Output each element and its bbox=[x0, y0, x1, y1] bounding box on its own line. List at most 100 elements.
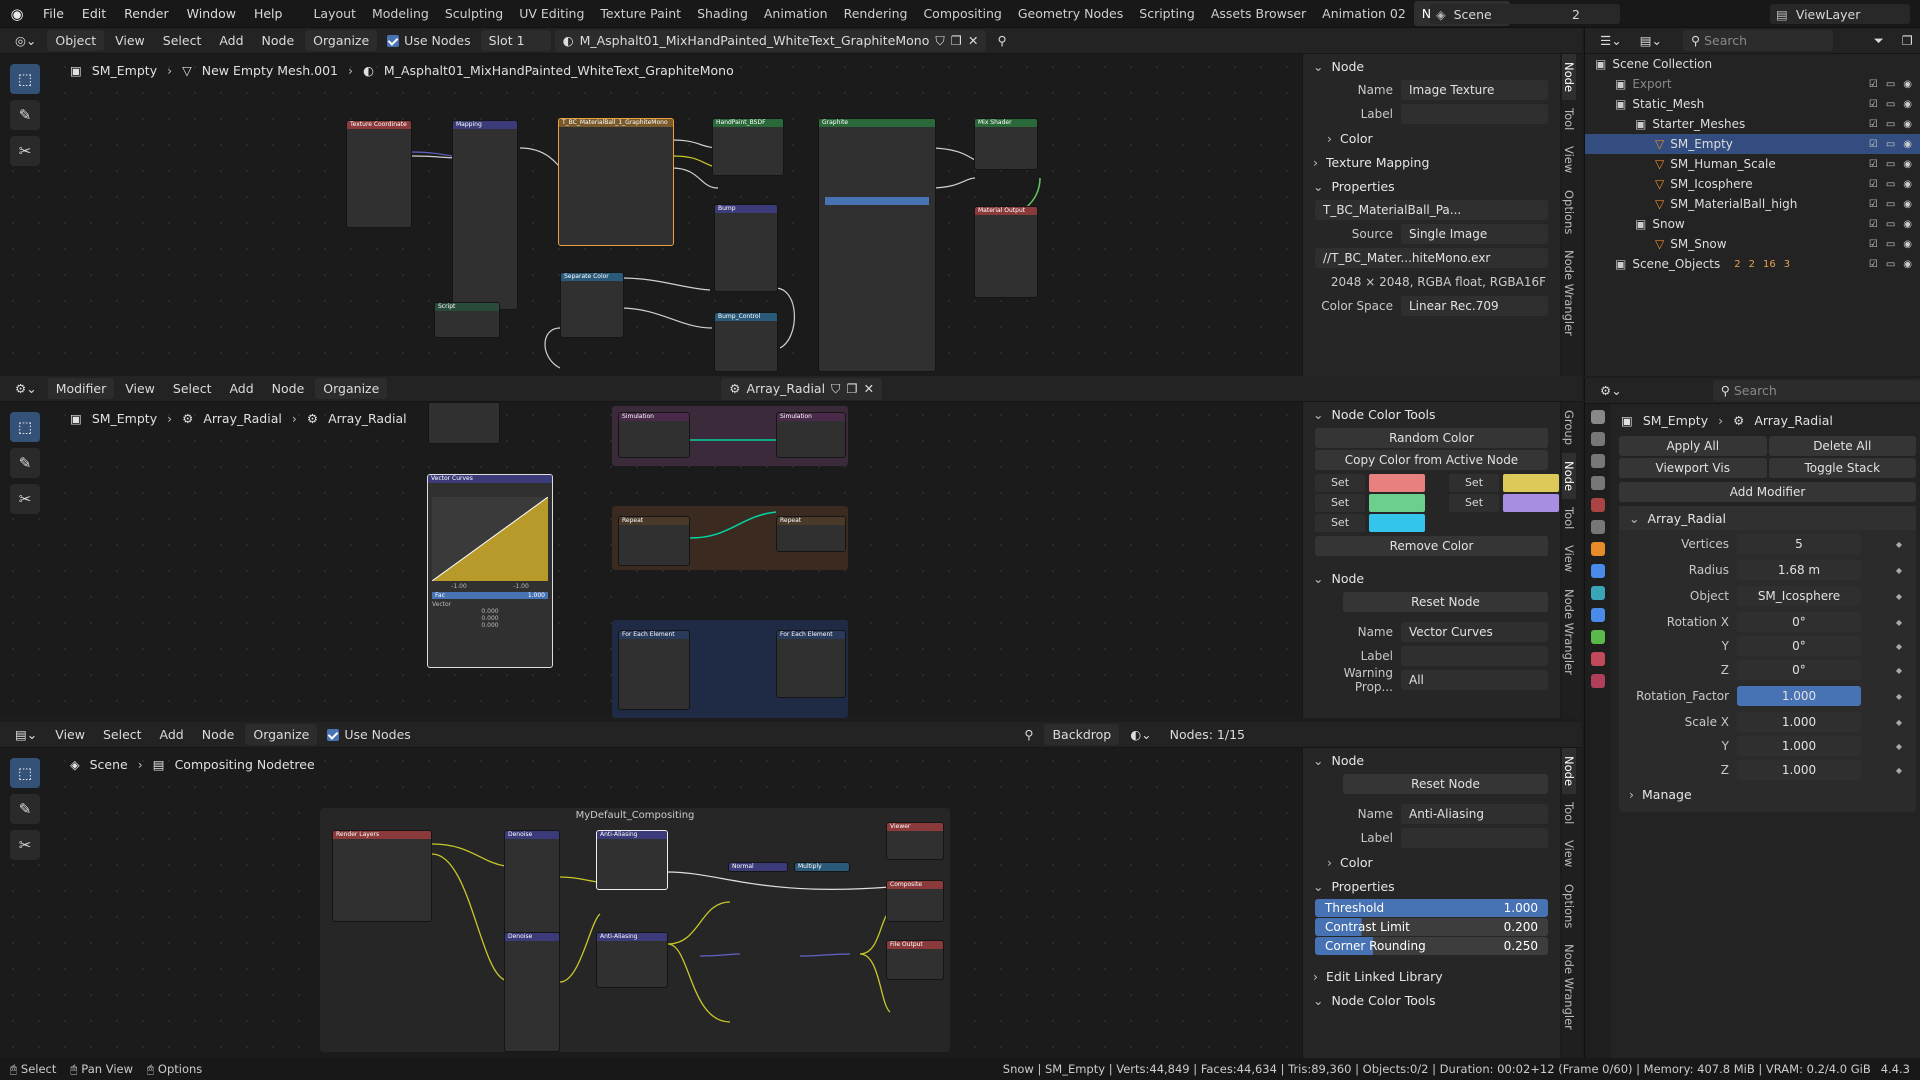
node-color-tools-panel[interactable]: Node Color Tools bbox=[1303, 402, 1560, 426]
select-tool-icon[interactable]: ⬚ bbox=[10, 64, 40, 94]
view-menu[interactable]: View bbox=[125, 381, 155, 396]
color-swatch[interactable] bbox=[1369, 514, 1425, 532]
hide-viewport-icon[interactable]: ▭ bbox=[1885, 158, 1896, 170]
node-mapping[interactable]: Mapping bbox=[452, 120, 518, 310]
particles-tab-icon[interactable] bbox=[1591, 586, 1605, 600]
keyframe-icon[interactable]: ◆ bbox=[1895, 565, 1902, 575]
select-menu[interactable]: Select bbox=[102, 727, 142, 742]
outliner-item[interactable]: ▣Starter_Meshes☑▭◉ bbox=[1585, 114, 1920, 134]
field-value[interactable]: 0° bbox=[1737, 612, 1861, 632]
node-material-output[interactable]: Material Output bbox=[974, 206, 1038, 298]
render-icon[interactable]: ◉ bbox=[1903, 78, 1912, 90]
modifier-mode-dropdown[interactable]: Modifier bbox=[47, 378, 115, 399]
workspace-tab[interactable]: Sculpting bbox=[444, 6, 504, 21]
vector-x[interactable]: 0.000 bbox=[481, 608, 499, 615]
output-tab-icon[interactable] bbox=[1591, 454, 1605, 468]
fake-user-icon[interactable]: ⛉ bbox=[831, 380, 841, 396]
node-color-tools-panel[interactable]: Node Color Tools bbox=[1303, 988, 1560, 1012]
node-denoise-1[interactable]: Denoise bbox=[504, 830, 560, 950]
remove-color-button[interactable]: Remove Color bbox=[1315, 536, 1548, 556]
node-menu[interactable]: Node bbox=[261, 33, 295, 48]
render-icon[interactable]: ◉ bbox=[1903, 198, 1912, 210]
editor-type-icon[interactable]: ☰⌄ bbox=[1600, 33, 1622, 48]
color-swatch[interactable] bbox=[1503, 474, 1559, 492]
modifier-panel-header[interactable]: Array_Radial bbox=[1619, 506, 1916, 530]
tab-node-wrangler[interactable]: Node Wrangler bbox=[1562, 944, 1576, 1030]
node-anti-aliasing-2[interactable]: Anti-Aliasing bbox=[596, 932, 668, 988]
edit-linked-library-panel[interactable]: Edit Linked Library bbox=[1303, 964, 1560, 988]
editor-type-icon[interactable]: ⚙⌄ bbox=[15, 381, 37, 396]
render-icon[interactable]: ◉ bbox=[1903, 258, 1912, 270]
outliner-item[interactable]: ▣Scene Collection bbox=[1585, 54, 1920, 74]
node-script[interactable]: Script bbox=[434, 302, 500, 338]
links-cut-tool-icon[interactable]: ✂ bbox=[10, 830, 40, 860]
node-composite[interactable]: Composite bbox=[886, 880, 944, 922]
texture-mapping-panel[interactable]: Texture Mapping bbox=[1303, 150, 1560, 174]
links-cut-tool-icon[interactable]: ✂ bbox=[10, 136, 40, 166]
keyframe-icon[interactable]: ◆ bbox=[1895, 765, 1902, 775]
render-icon[interactable]: ◉ bbox=[1903, 178, 1912, 190]
color-subpanel[interactable]: Color bbox=[1303, 126, 1560, 150]
render-icon[interactable]: ◉ bbox=[1903, 218, 1912, 230]
select-menu[interactable]: Select bbox=[172, 381, 212, 396]
editor-type-icon[interactable]: ▤⌄ bbox=[15, 727, 38, 742]
reset-node-button[interactable]: Reset Node bbox=[1343, 774, 1548, 794]
blender-logo-icon[interactable]: ◉ bbox=[10, 4, 24, 23]
node-graphite-bsdf[interactable]: Graphite bbox=[818, 118, 936, 372]
close-icon[interactable]: ✕ bbox=[967, 33, 979, 48]
physics-tab-icon[interactable] bbox=[1591, 608, 1605, 622]
workspace-tab[interactable]: Animation 02 bbox=[1322, 6, 1406, 21]
annotate-tool-icon[interactable]: ✎ bbox=[10, 100, 40, 130]
color-subpanel[interactable]: Color bbox=[1303, 850, 1560, 874]
tab-view[interactable]: View bbox=[1562, 840, 1576, 868]
field-value[interactable]: 0° bbox=[1737, 636, 1861, 656]
node-panel-header[interactable]: Node bbox=[1303, 748, 1560, 772]
field-value[interactable]: 1.000 bbox=[1737, 712, 1861, 732]
node-label-field[interactable] bbox=[1401, 104, 1548, 124]
close-icon[interactable]: ✕ bbox=[863, 380, 875, 396]
duplicate-icon[interactable]: ❐ bbox=[846, 380, 858, 396]
field-value[interactable]: 1.000 bbox=[1737, 686, 1861, 706]
node-simulation-input[interactable]: Simulation bbox=[618, 412, 690, 458]
node-handpaint-bsdf[interactable]: HandPaint_BSDF bbox=[712, 118, 784, 176]
outliner-item[interactable]: ▽SM_Icosphere☑▭◉ bbox=[1585, 174, 1920, 194]
workspace-tab[interactable]: Geometry Nodes bbox=[1017, 6, 1124, 21]
select-menu[interactable]: Select bbox=[162, 33, 202, 48]
keyframe-icon[interactable]: ◆ bbox=[1895, 665, 1902, 675]
outliner-item[interactable]: ▽SM_Snow☑▭◉ bbox=[1585, 234, 1920, 254]
scene-selector[interactable]: ◈ Scene 2 bbox=[1430, 4, 1620, 24]
tab-group[interactable]: Group bbox=[1562, 410, 1576, 446]
scene-tab-icon[interactable] bbox=[1591, 498, 1605, 512]
hide-viewport-icon[interactable]: ▭ bbox=[1885, 78, 1896, 90]
curve-widget[interactable] bbox=[431, 496, 549, 582]
delete-all-button[interactable]: Delete All bbox=[1768, 436, 1916, 456]
organize-menu[interactable]: Organize bbox=[305, 30, 378, 51]
color-swatch[interactable] bbox=[1503, 494, 1559, 512]
render-icon[interactable]: ◉ bbox=[1903, 158, 1912, 170]
color-swatch[interactable] bbox=[1369, 494, 1425, 512]
material-selector[interactable]: ◐M_Asphalt01_MixHandPainted_WhiteText_Gr… bbox=[554, 29, 987, 52]
tab-node[interactable]: Node bbox=[1562, 453, 1576, 500]
tab-options[interactable]: Options bbox=[1562, 189, 1576, 235]
hide-viewport-icon[interactable]: ▭ bbox=[1885, 218, 1896, 230]
menu-render[interactable]: Render bbox=[124, 6, 169, 21]
node-input-partial[interactable] bbox=[428, 402, 500, 444]
organize-menu[interactable]: Organize bbox=[245, 724, 318, 745]
outliner-item[interactable]: ▣Static_Mesh☑▭◉ bbox=[1585, 94, 1920, 114]
workspace-tab[interactable]: Texture Paint bbox=[600, 6, 682, 21]
keyframe-icon[interactable]: ◆ bbox=[1895, 741, 1902, 751]
outliner-item[interactable]: ▣Snow☑▭◉ bbox=[1585, 214, 1920, 234]
outliner-item[interactable]: ▽SM_Human_Scale☑▭◉ bbox=[1585, 154, 1920, 174]
tab-view[interactable]: View bbox=[1562, 146, 1576, 174]
set-color-button[interactable]: Set bbox=[1449, 474, 1499, 492]
outliner-item[interactable]: ▽SM_Empty☑▭◉ bbox=[1585, 134, 1920, 154]
workspace-tab[interactable]: Modeling bbox=[371, 6, 429, 21]
node-label-field[interactable] bbox=[1401, 828, 1548, 848]
checkbox-icon[interactable]: ☑ bbox=[1868, 218, 1878, 230]
field-value[interactable]: 1.000 bbox=[1737, 736, 1861, 756]
add-menu[interactable]: Add bbox=[229, 381, 254, 396]
checkbox-icon[interactable]: ☑ bbox=[1868, 258, 1878, 270]
